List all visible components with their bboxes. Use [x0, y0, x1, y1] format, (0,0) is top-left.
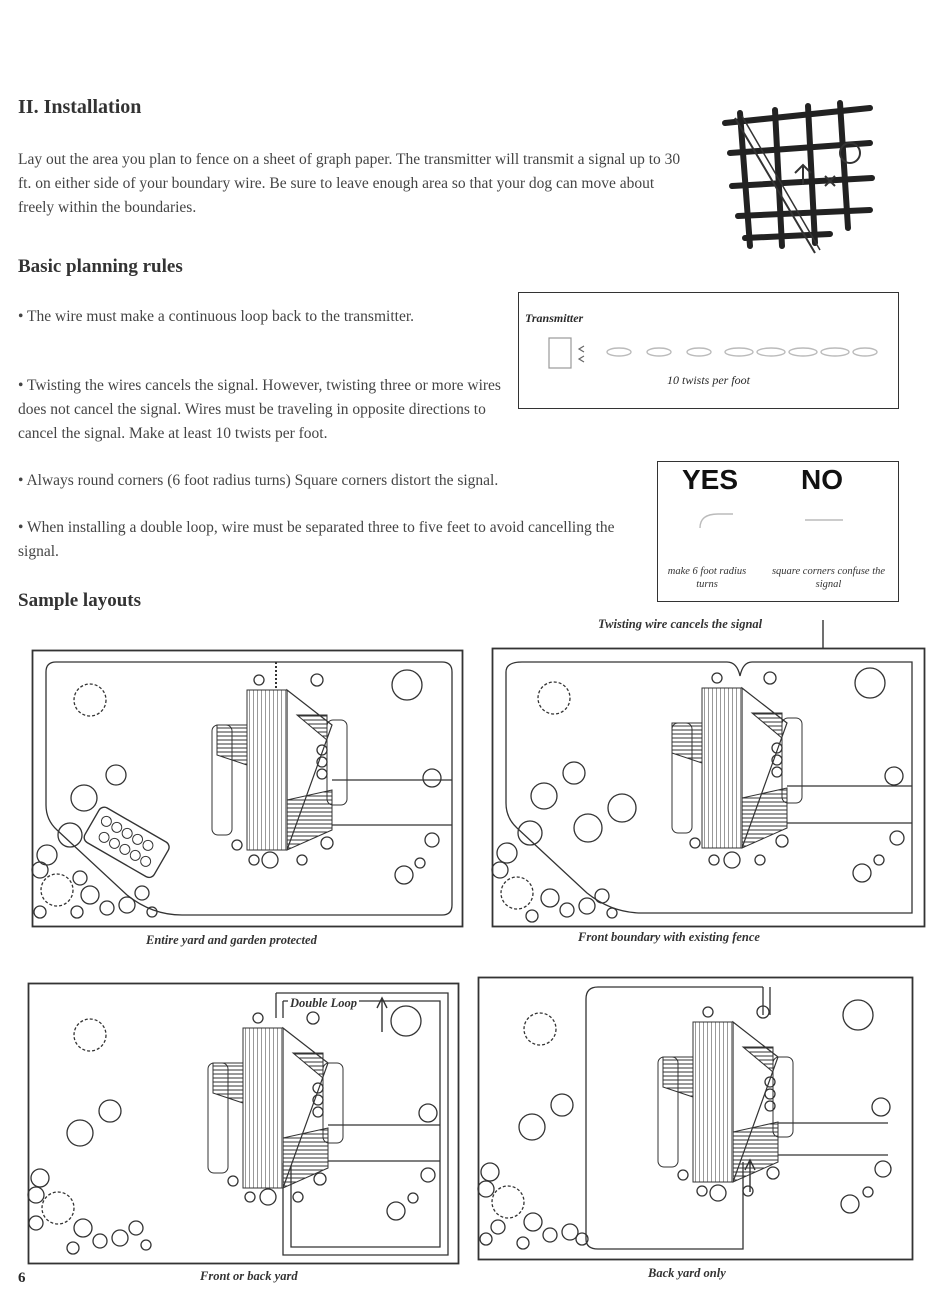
planning-heading: Basic planning rules [18, 256, 183, 277]
layout-front-or-back [27, 982, 460, 1265]
layout-front-boundary [491, 647, 926, 928]
caption-layout-3: Front or back yard [200, 1269, 298, 1283]
no-label: NO [801, 464, 843, 495]
graph-paper-icon [722, 100, 875, 254]
no-caption: square corners confuse the signal [771, 566, 886, 590]
yes-caption: make 6 foot radius turns [667, 566, 747, 590]
twist-figure: Transmitter 10 twists per foot [518, 292, 899, 409]
page-number: 6 [18, 1270, 26, 1286]
layout-entire-yard [31, 649, 464, 928]
twist-note: Twisting wire cancels the signal [598, 617, 763, 631]
caption-layout-2: Front boundary with existing fence [578, 930, 760, 944]
caption-layout-1: Entire yard and garden protected [146, 933, 317, 947]
twisted-wire-illustration [548, 337, 878, 369]
layout-back-yard [477, 976, 914, 1261]
twist-caption: 10 twists per foot [666, 373, 750, 387]
caption-layout-4: Back yard only [648, 1266, 726, 1280]
rounded-corner-icon [699, 513, 733, 529]
yes-label: YES [682, 464, 739, 495]
sample-layouts-heading: Sample layouts [18, 590, 141, 611]
rule-continuous-loop: • The wire must make a continuous loop b… [18, 308, 414, 325]
square-corner-icon [805, 519, 843, 521]
double-loop-label: Double Loop [288, 996, 360, 1011]
corner-figure: YES NO make 6 foot radius turns square c… [657, 461, 899, 602]
double-loop-arrow-icon [376, 996, 388, 1032]
rule-round-corners: • Always round corners (6 foot radius tu… [18, 472, 499, 489]
rule-double-loop: • When installing a double loop, wire mu… [18, 519, 615, 560]
rule-twisting: • Twisting the wires cancels the signal.… [18, 377, 501, 442]
transmitter-label: Transmitter [525, 311, 584, 325]
section-title: II. Installation [18, 96, 142, 118]
intro-paragraph: Lay out the area you plan to fence on a … [18, 151, 681, 216]
